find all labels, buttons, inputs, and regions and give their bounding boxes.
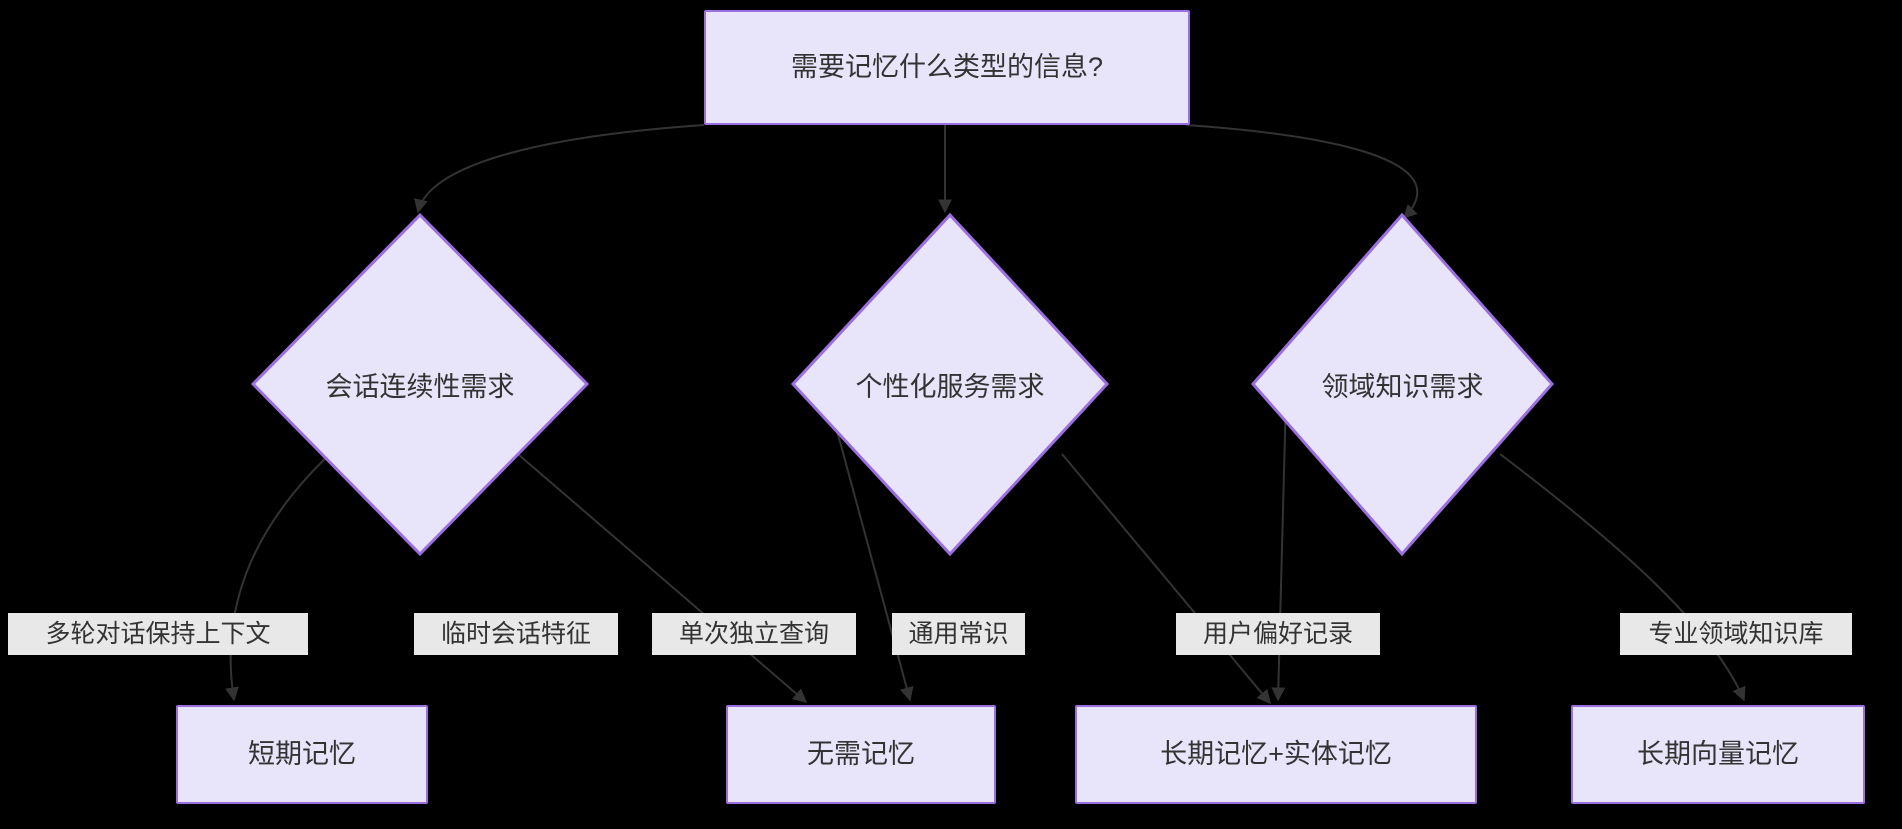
edge-root-to-domain <box>1185 124 1419 220</box>
node-conversation-continuity[interactable]: 会话连续性需求 <box>250 212 590 557</box>
node-domain-knowledge-need-label: 领域知识需求 <box>1321 372 1484 402</box>
node-short-term-memory-label: 短期记忆 <box>248 739 356 770</box>
edge-label-temp-session-feature: 临时会话特征 <box>414 613 618 655</box>
node-no-memory[interactable]: 无需记忆 <box>726 705 996 804</box>
node-personalization-need-label: 个性化服务需求 <box>855 372 1045 402</box>
node-root-question[interactable]: 需要记忆什么类型的信息? <box>704 10 1190 125</box>
edge-label-domain-knowledge-base: 专业领域知识库 <box>1620 613 1852 655</box>
node-short-term-memory[interactable]: 短期记忆 <box>176 705 428 804</box>
node-personalization-need[interactable]: 个性化服务需求 <box>790 212 1110 557</box>
node-no-memory-label: 无需记忆 <box>807 739 915 770</box>
node-long-term-entity-memory[interactable]: 长期记忆+实体记忆 <box>1075 705 1477 804</box>
edge-label-user-preference: 用户偏好记录 <box>1176 613 1380 655</box>
edge-label-single-query: 单次独立查询 <box>652 613 856 655</box>
node-long-term-vector-memory-label: 长期向量记忆 <box>1637 739 1799 770</box>
edge-label-general-knowledge: 通用常识 <box>892 613 1025 655</box>
edge-root-to-conversation <box>414 124 705 214</box>
diamond-shape-icon <box>250 212 590 557</box>
edge-label-multi-turn-context: 多轮对话保持上下文 <box>8 613 308 655</box>
node-long-term-vector-memory[interactable]: 长期向量记忆 <box>1571 705 1865 804</box>
node-domain-knowledge-need[interactable]: 领域知识需求 <box>1250 212 1555 557</box>
diamond-shape-icon <box>790 212 1110 557</box>
node-long-term-entity-memory-label: 长期记忆+实体记忆 <box>1160 739 1392 770</box>
node-conversation-continuity-label: 会话连续性需求 <box>325 372 515 402</box>
node-root-question-label: 需要记忆什么类型的信息? <box>790 52 1103 83</box>
diamond-shape-icon <box>1251 212 1555 557</box>
